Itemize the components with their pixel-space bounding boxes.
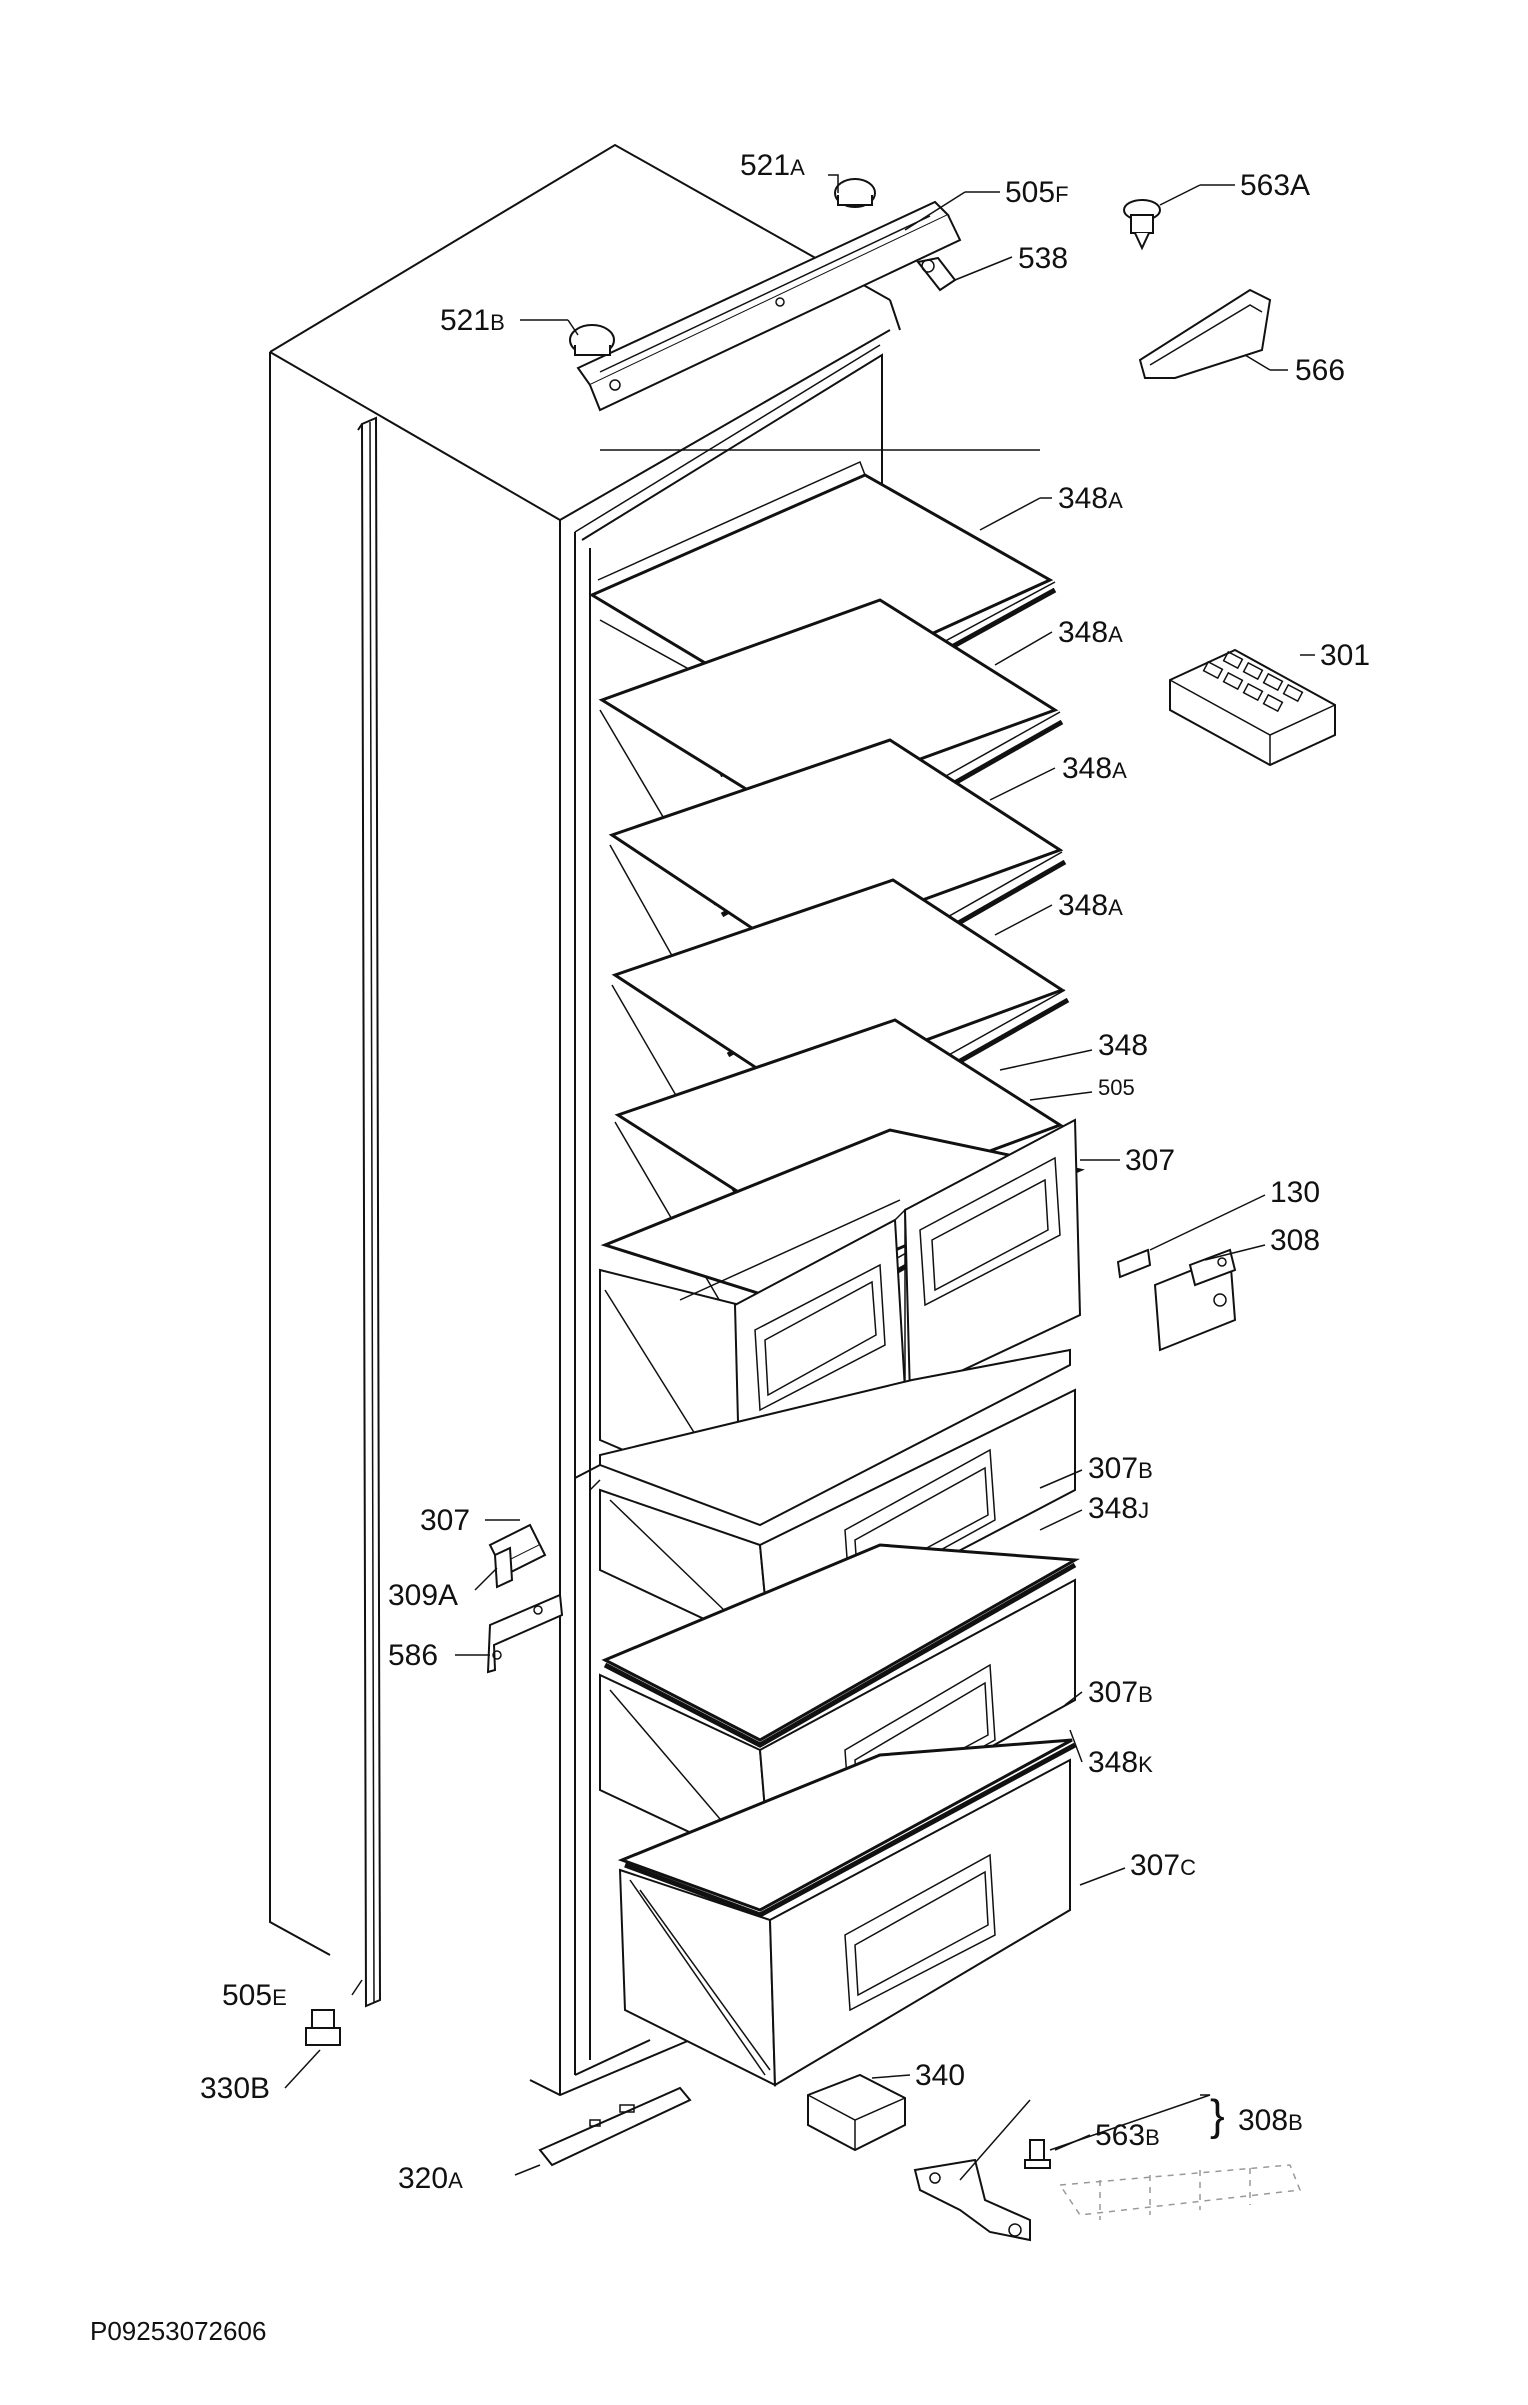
label-308: 308 — [1270, 1224, 1320, 1257]
glass-348K — [617, 1738, 1077, 1918]
label-348: 348 — [1098, 1029, 1148, 1062]
screw-330B — [305, 2009, 341, 2046]
glass-348J — [601, 1543, 1080, 1748]
label-309A: 309A — [388, 1579, 458, 1612]
part-labels: 521A 505F 563A 538 521B 566 348A 348A 30… — [90, 149, 1370, 2346]
label-340: 340 — [915, 2059, 965, 2092]
label-348K: 348K — [1088, 1746, 1153, 1779]
upper-drawers-307 — [599, 1118, 1085, 1502]
box-340 — [807, 2073, 906, 2152]
label-348A-1: 348A — [1058, 482, 1123, 515]
clip-538 — [916, 256, 957, 292]
ice-tray-301 — [1169, 648, 1336, 767]
bracket-309A — [493, 1546, 514, 1589]
knob-521B — [569, 324, 615, 356]
label-563B: 563B — [1095, 2119, 1160, 2152]
label-586: 586 — [388, 1639, 438, 1672]
bracket-586 — [486, 1593, 564, 1674]
label-505F: 505F — [1005, 176, 1069, 209]
cabinet-body — [269, 143, 1040, 2097]
leader-lines — [284, 174, 1315, 2181]
label-320A: 320A — [398, 2162, 463, 2195]
drawer-307C — [618, 1758, 1071, 2087]
label-348A-2: 348A — [1058, 616, 1123, 649]
label-307C: 307C — [1130, 1849, 1196, 1882]
hinge-130 — [1116, 1248, 1152, 1279]
label-130: 130 — [1270, 1176, 1320, 1209]
label-348A-4: 348A — [1058, 889, 1123, 922]
label-563A: 563A — [1240, 169, 1310, 202]
screw-563A — [1123, 199, 1161, 251]
label-521A: 521A — [740, 149, 805, 182]
label-307B-1: 307B — [1088, 1452, 1153, 1485]
ice-scraper-566 — [1138, 288, 1272, 379]
brace-308B: } — [1210, 2091, 1225, 2140]
label-505: 505 — [1098, 1075, 1135, 1100]
label-521B: 521B — [440, 304, 505, 337]
label-330B: 330B — [200, 2072, 270, 2105]
label-301: 301 — [1320, 639, 1370, 672]
label-307B-2: 307B — [1088, 1676, 1153, 1709]
top-rail-505F — [576, 200, 962, 412]
drawing-code: P09253072606 — [90, 2316, 266, 2346]
label-538: 538 — [1018, 242, 1068, 275]
label-505E: 505E — [222, 1979, 287, 2012]
label-307-top: 307 — [1125, 1144, 1175, 1177]
label-308B: 308B — [1238, 2104, 1303, 2137]
hinge-308B — [913, 2158, 1031, 2242]
door-gasket-505E — [357, 416, 382, 2008]
label-566: 566 — [1295, 354, 1345, 387]
glass-shelves — [588, 460, 1077, 1358]
label-348J: 348J — [1088, 1492, 1149, 1525]
knob-521A — [834, 178, 876, 208]
hinge-308 — [1153, 1248, 1237, 1352]
screw-563B — [1024, 2139, 1051, 2169]
label-348A-3: 348A — [1062, 752, 1127, 785]
label-307-left: 307 — [420, 1504, 470, 1537]
rail-320A — [538, 2086, 692, 2167]
